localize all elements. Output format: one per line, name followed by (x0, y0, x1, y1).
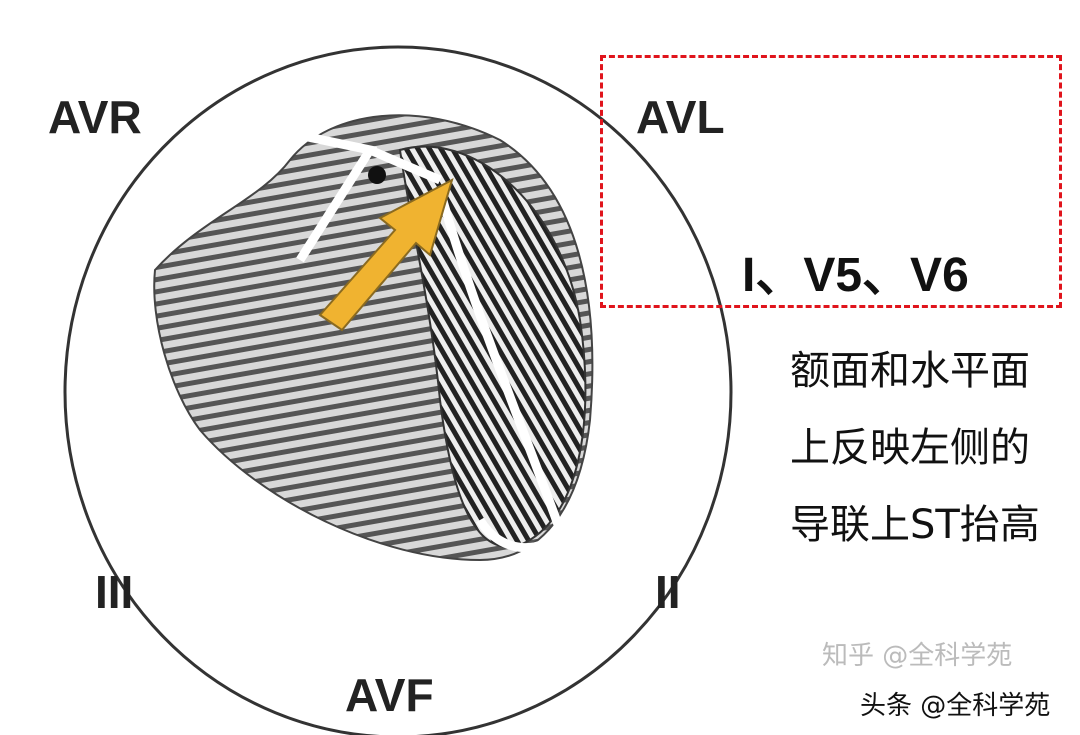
description-line-1: 额面和水平面 (790, 348, 1030, 394)
hexaxial-circle (63, 45, 733, 735)
av-node (368, 166, 386, 184)
watermark-toutiao: 头条 @全科学苑 (860, 691, 1051, 721)
septum-line (435, 188, 565, 553)
lead-label-avr: AVR (48, 91, 142, 143)
st-vector-arrow (318, 178, 454, 332)
lead-label-iii: III (95, 566, 134, 618)
conduction-branch (264, 123, 442, 263)
lead-label-avf: AVF (345, 669, 434, 721)
watermark-zhihu: 知乎 @全科学苑 (822, 641, 1013, 671)
highlight-box (600, 55, 1062, 308)
description-line-2: 上反映左侧的 (790, 425, 1030, 471)
lead-label-ii: II (655, 566, 681, 618)
description-line-3: 导联上ST抬高 (790, 502, 1040, 548)
highlight-leads: I、V5、V6 (742, 249, 969, 302)
lead-label-avl: AVL (636, 91, 725, 143)
